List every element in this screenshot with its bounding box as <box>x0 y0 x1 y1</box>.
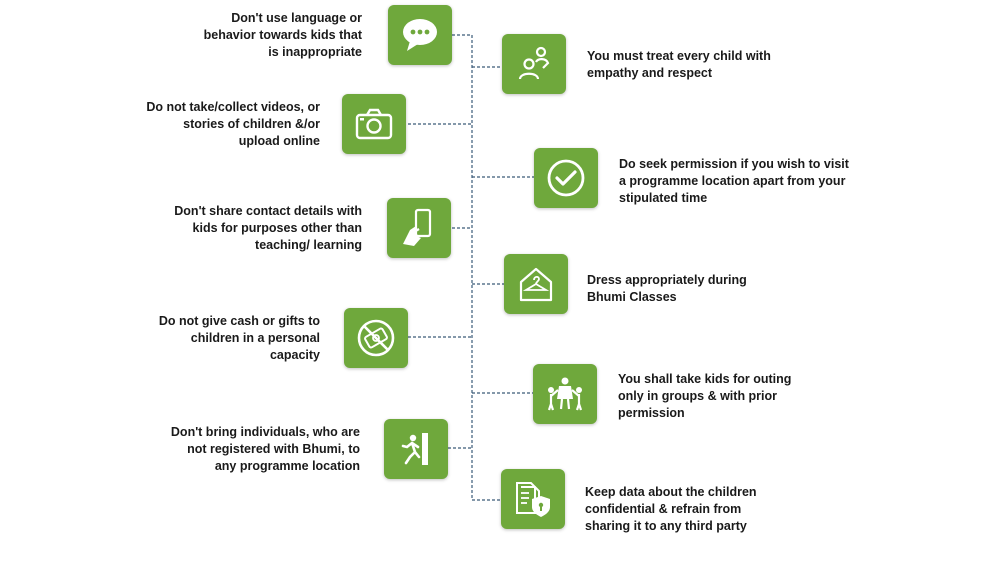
do-text-dress: Dress appropriately during Bhumi Classes <box>587 273 747 304</box>
do-text-outing: You shall take kids for outing only in g… <box>618 372 792 420</box>
dont-text-cash: Do not give cash or gifts to children in… <box>158 314 320 362</box>
hanger-house-icon <box>519 267 553 302</box>
speech-bubble-tile <box>388 5 452 65</box>
dont-text-language: Don't use language or behavior towards k… <box>203 11 362 59</box>
document-shield-tile <box>501 469 565 529</box>
kids-group-tile <box>533 364 597 424</box>
document-shield-icon <box>516 482 550 517</box>
exit-person-icon <box>401 433 428 465</box>
check-circle-icon <box>547 159 585 197</box>
dont-text-videos: Do not take/collect videos, or stories o… <box>146 100 320 148</box>
do-text-permission: Do seek permission if you wish to visit … <box>619 157 849 205</box>
camera-icon <box>355 108 393 140</box>
exit-person-tile <box>384 419 448 479</box>
hand-phone-icon <box>403 208 432 246</box>
speech-bubble-icon <box>403 19 437 51</box>
people-tile <box>502 34 566 94</box>
people-icon <box>518 46 550 80</box>
hand-phone-tile <box>387 198 451 258</box>
check-circle-tile <box>534 148 598 208</box>
hanger-house-tile <box>504 254 568 314</box>
dont-text-individuals: Don't bring individuals, who are not reg… <box>170 425 360 473</box>
do-text-empathy: You must treat every child with empathy … <box>587 49 771 80</box>
do-text-data: Keep data about the children confidentia… <box>585 485 757 533</box>
dont-text-contact: Don't share contact details with kids fo… <box>174 204 362 252</box>
kids-group-icon <box>547 377 583 411</box>
no-cash-tile <box>344 308 408 368</box>
camera-tile <box>342 94 406 154</box>
no-cash-icon <box>357 319 395 357</box>
